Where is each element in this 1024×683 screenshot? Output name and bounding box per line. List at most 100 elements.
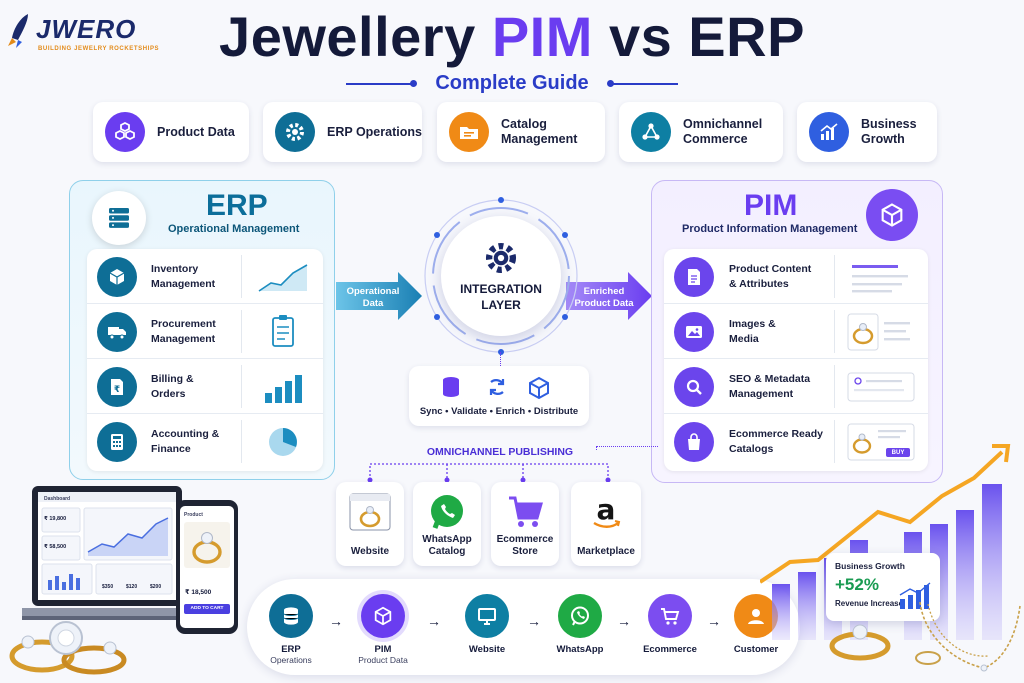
cube-icon [866,189,918,241]
flow-step-pim[interactable]: PIM Product Data [343,594,423,665]
flow-step-erp[interactable]: ERP Operations [251,594,331,665]
title-part-2: vs ERP [608,5,805,68]
laptop-num-2: $120 [126,584,138,590]
feature-card-catalog-management[interactable]: Catalog Management [437,102,605,162]
pim-list: Product Content& Attributes Images &Medi… [664,249,928,471]
integration-steps: Sync • Validate • Enrich • Distribute [419,406,579,417]
arrow-label-line-1: Enriched [583,286,625,297]
cart-icon [503,490,547,534]
divider [241,420,242,463]
feature-card-business-growth[interactable]: Business Growth [797,102,937,162]
jewellery-necklace-image [829,601,1021,672]
pim-panel: PIM Product Information Management Produ… [651,180,943,483]
feature-card-erp-operations[interactable]: ERP Operations [263,102,422,162]
flow-step-customer[interactable]: Customer [716,594,796,655]
feature-label: Catalog Management [501,117,578,146]
erp-item-label-line-2: Finance [151,443,191,455]
erp-item-label-line-1: Accounting & [151,428,220,440]
laptop-stat-1: ₹ 19,800 [44,516,67,522]
pim-item-images-media[interactable]: Images &Media [664,304,928,359]
sync-validate-enrich-icons [443,376,549,400]
channel-marketplace[interactable]: a Marketplace [571,482,641,566]
subtitle-rule-left [346,83,416,85]
erp-item-label: Accounting & Finance [151,427,219,457]
channel-label: Marketplace [577,546,635,557]
feature-card-omnichannel-commerce[interactable]: Omnichannel Commerce [619,102,783,162]
divider [241,310,242,353]
pim-subtitle: Product Information Management [682,223,858,235]
title-highlight: PIM [491,5,593,68]
growth-title: Business Growth [835,561,905,571]
operational-data-arrow [336,272,422,320]
image-icon [674,312,714,352]
flow-arrow-icon: → [527,613,541,629]
database-icon [269,594,313,638]
pim-item-product-content[interactable]: Product Content& Attributes [664,249,928,304]
bar-chart-thumbnail [265,375,302,403]
channel-website[interactable]: Website [336,482,404,566]
flow-step-sub: Operations [270,655,312,665]
magnifier-icon [674,367,714,407]
brand-name: JWERO [36,14,137,44]
integration-label-line-1: INTEGRATION [460,282,542,296]
feature-label: ERP Operations [327,124,422,139]
flow-step-name: WhatsApp [556,644,604,655]
jwero-logo[interactable]: JWERO BUILDING JEWELRY ROCKETSHIPS [6,10,159,58]
page-title: Jewellery PIM vs ERP [0,4,1024,69]
connector [500,352,501,366]
arrow-label-line-1: Operational [346,286,400,297]
erp-item-accounting[interactable]: Accounting & Finance [87,414,323,469]
flow-step-website[interactable]: Website [447,594,527,655]
amazon-icon: a [584,490,628,534]
flow-step-name: Website [468,644,506,655]
feature-card-product-data[interactable]: Product Data [93,102,249,162]
pim-item-label: Images &Media [729,317,776,347]
rocket-icon [8,14,28,48]
cart-icon [648,594,692,638]
flow-step-ecommerce[interactable]: Ecommerce [630,594,710,655]
buy-button[interactable]: BUY [891,450,905,456]
pim-item-label: Product Content& Attributes [729,262,811,292]
phone-product-page: Product ₹ 18,500 ADD TO CART [176,500,238,634]
connector [596,446,658,447]
erp-item-label-line-2: Orders [151,388,186,400]
laptop-num-1: $350 [102,584,114,590]
pim-item-label-line-1: SEO & Metadata [729,373,811,385]
server-icon [92,191,146,245]
growth-label: Revenue Increase [835,599,904,608]
whatsapp-icon [558,594,602,638]
phone-header: Product [184,512,203,518]
flow-step-name: Ecommerce [643,644,697,655]
add-to-cart-button[interactable]: ADD TO CART [190,606,224,611]
clipboard-icon [272,315,294,347]
erp-item-billing[interactable]: ₹ Billing & Orders [87,359,323,414]
svg-text:₹: ₹ [114,385,120,395]
pie-chart-thumbnail [269,428,297,456]
erp-item-label-line-1: Billing & [151,373,194,385]
channel-label-line-2: Store [512,546,538,557]
process-flow-bar: ERP Operations → PIM Product Data → Webs… [247,579,800,675]
monitor-icon [465,594,509,638]
flow-step-sub: Product Data [358,655,408,665]
flow-arrow-icon: → [329,613,343,629]
whatsapp-icon [425,490,469,534]
channel-label-line-1: Ecommerce [496,534,554,545]
flow-step-name: ERP [281,644,301,655]
divider [241,255,242,298]
arrow-label-line-2: Data [362,298,384,309]
flow-step-whatsapp[interactable]: WhatsApp [540,594,620,655]
erp-subtitle: Operational Management [168,223,300,235]
user-icon [734,594,778,638]
